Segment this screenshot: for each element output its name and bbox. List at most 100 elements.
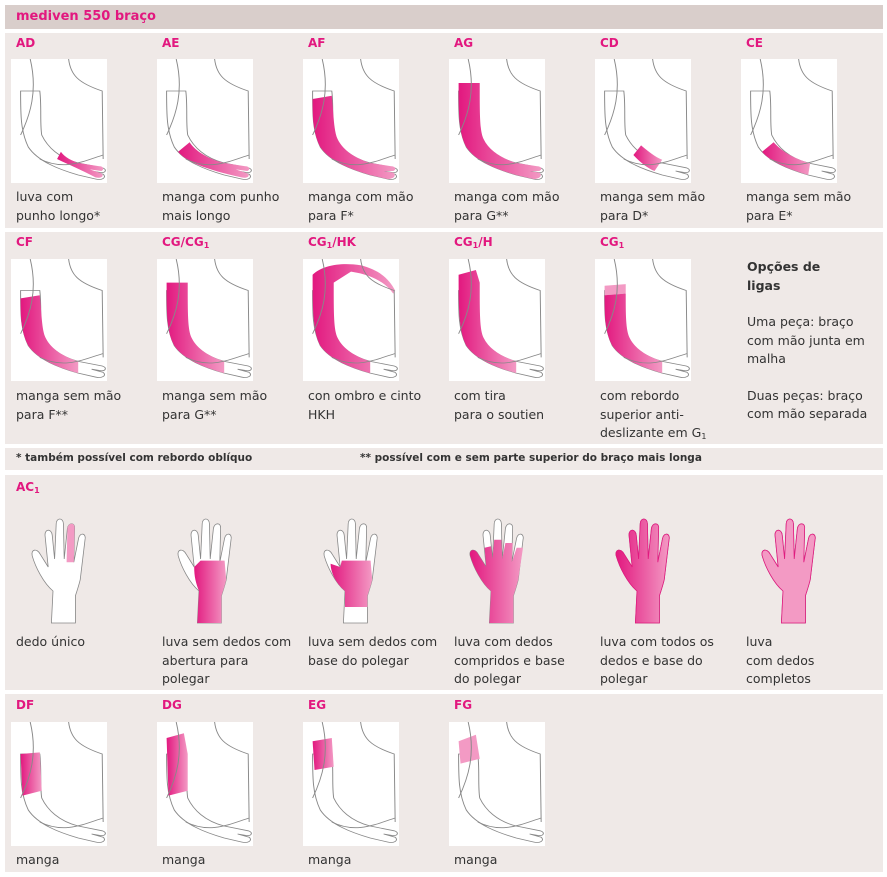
option-description: luva com dedos compridos e base do poleg…: [454, 633, 594, 689]
option-code-text: FG: [454, 698, 473, 712]
option-description: luva sem dedos com abertura para polegar: [162, 633, 302, 689]
wrist-band-icon-svg: [604, 59, 690, 180]
option-description: manga: [162, 851, 302, 870]
forearm-sleeve-icon: [741, 59, 837, 183]
option-code-text: CG: [454, 235, 473, 249]
option-code-text: AE: [162, 36, 180, 50]
option-description-text: manga sem mão para G**: [162, 388, 268, 422]
title-bar: mediven 550 braço: [5, 5, 883, 29]
upper-arm-sleeve-fg-icon: [449, 722, 545, 846]
arm-sleeve-to-elbow-icon: [157, 59, 253, 183]
option-code-text: AG: [454, 36, 474, 50]
hand-single-finger-icon: [11, 503, 107, 627]
option-description-text: com rebordo superior anti- deslizante em…: [600, 388, 702, 440]
option-description: manga sem mão para G**: [162, 387, 302, 424]
hand-full-fingers-icon-svg: [761, 518, 816, 624]
option-description-text: manga com punho mais longo: [162, 189, 280, 223]
option-description-text: dedo único: [16, 634, 86, 649]
options-one-piece: Uma peça: braço com mão junta em malha: [747, 314, 865, 366]
arm-sleeve-bra-strap-icon: [449, 259, 545, 381]
option-description: manga com mão para F*: [308, 188, 448, 225]
option-description-text: manga: [454, 852, 498, 867]
option-description: con ombro e cinto HKH: [308, 387, 448, 424]
option-description-text: com tira para o soutien: [454, 388, 545, 422]
arm-sleeve-mid-upper-icon-svg: [312, 59, 398, 180]
option-description-text: manga: [16, 852, 60, 867]
option-code-text: CD: [600, 36, 619, 50]
option-description: com rebordo superior anti- deslizante em…: [600, 387, 740, 447]
hand-single-finger-icon-svg: [31, 518, 86, 624]
page-title: mediven 550 braço: [16, 9, 156, 24]
arm-sleeve-no-hand-full-icon: [157, 259, 253, 381]
arm-sleeve-shoulder-belt-icon-svg: [312, 259, 398, 378]
option-description-text: luva com punho longo*: [16, 189, 101, 223]
arm-sleeve-no-hand-full-icon-svg: [166, 259, 252, 378]
option-code: CG1: [600, 235, 624, 250]
option-code-text: CE: [746, 36, 764, 50]
hand-row-panel: [5, 475, 883, 690]
option-code-text: DF: [16, 698, 35, 712]
wrist-band-icon: [595, 59, 691, 183]
hand-fingerless-thumb-opening-icon: [157, 503, 253, 627]
arm-sleeve-full-icon: [449, 59, 545, 183]
upper-arm-sleeve-eg-icon: [303, 722, 399, 846]
option-code-text: AD: [16, 36, 36, 50]
option-code-subscript: 1: [472, 241, 479, 250]
hand-all-fingers-icon-svg: [615, 518, 670, 624]
arm-sleeve-silicone-top-icon-svg: [604, 259, 690, 378]
arm-sleeve-bra-strap-icon-svg: [458, 259, 544, 378]
option-code: AC1: [16, 480, 40, 495]
arm-sleeve-silicone-top-icon: [595, 259, 691, 381]
option-code: AE: [162, 36, 179, 50]
option-description: manga sem mão para D*: [600, 188, 740, 225]
option-description-text: luva sem dedos com base do polegar: [308, 634, 438, 668]
option-code-subscript: 1: [203, 241, 210, 250]
option-description-text: luva com todos os dedos e base do polega…: [600, 634, 714, 686]
option-description-text: manga com mão para G**: [454, 189, 560, 223]
option-code: CG1/HK: [308, 235, 356, 250]
option-code: CF: [16, 235, 33, 249]
option-code-suffix: /HK: [332, 235, 356, 249]
garter-options: Opções de ligas Uma peça: braço com mão …: [747, 258, 877, 442]
arm-sleeve-shoulder-belt-icon: [303, 259, 399, 381]
option-code-subscript: 1: [326, 241, 333, 250]
option-description: manga: [308, 851, 448, 870]
option-description: manga: [454, 851, 594, 870]
bottom-row-panel: [5, 694, 883, 872]
hand-fingerless-thumb-opening-icon-svg: [177, 518, 232, 624]
option-code: CE: [746, 36, 763, 50]
option-code: EG: [308, 698, 326, 712]
hand-long-fingers-icon: [449, 503, 545, 627]
option-description-text: luva sem dedos com abertura para polegar: [162, 634, 292, 686]
arm-glove-long-cuff-icon-svg: [20, 59, 106, 180]
arm-sleeve-no-hand-mid-icon-svg: [20, 259, 106, 378]
arm-glove-long-cuff-icon: [11, 59, 107, 183]
row-1-panel: [5, 33, 883, 228]
option-description-text: manga: [162, 852, 206, 867]
option-description: manga sem mão para F**: [16, 387, 156, 424]
option-description-text: manga: [308, 852, 352, 867]
option-description: luva com dedos completos: [746, 633, 886, 689]
option-code-text: CF: [16, 235, 34, 249]
hand-fingerless-thumb-base-icon-svg: [323, 518, 378, 624]
option-code: CG1/H: [454, 235, 493, 250]
option-description-text: manga sem mão para D*: [600, 189, 706, 223]
option-description: manga com punho mais longo: [162, 188, 302, 225]
option-description-text: luva com dedos compridos e base do poleg…: [454, 634, 565, 686]
option-code: CD: [600, 36, 619, 50]
forearm-sleeve-icon-svg: [750, 59, 836, 180]
option-description: manga: [16, 851, 156, 870]
upper-arm-sleeve-fg-icon-svg: [458, 722, 544, 843]
arm-sleeve-mid-upper-icon: [303, 59, 399, 183]
option-code-text: AF: [308, 36, 326, 50]
option-description-text: manga sem mão para F**: [16, 388, 122, 422]
upper-arm-sleeve-dg-icon: [157, 722, 253, 846]
option-code: AD: [16, 36, 35, 50]
option-code-suffix: /H: [478, 235, 493, 249]
notes-panel: [5, 448, 883, 470]
option-code-text: CG: [600, 235, 619, 249]
hand-long-fingers-icon-svg: [469, 518, 524, 624]
option-description: com tira para o soutien: [454, 387, 594, 424]
option-code: AG: [454, 36, 473, 50]
